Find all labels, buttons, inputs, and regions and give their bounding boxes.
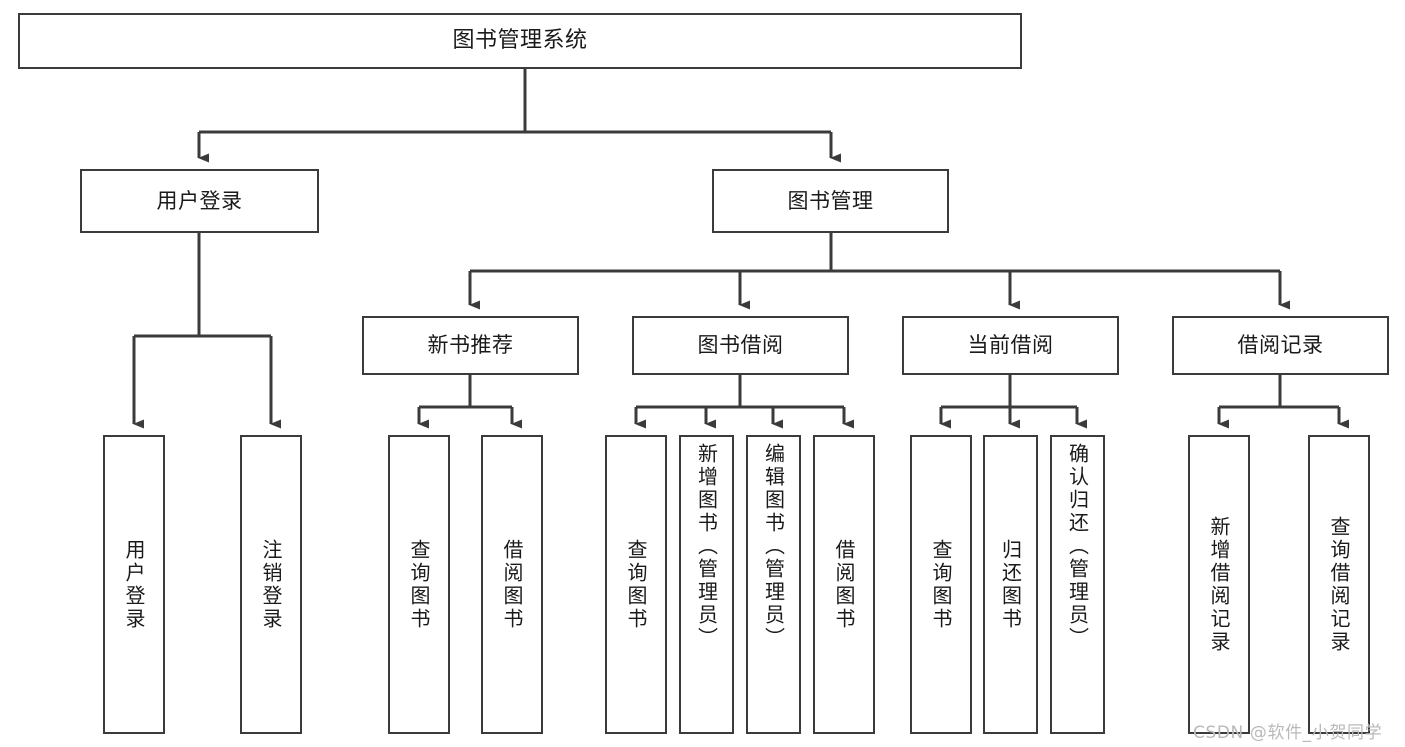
node-user-login-label: 用户登录 — [156, 188, 243, 213]
node-book-management-label: 图书管理 — [787, 188, 874, 213]
node-current-confirm-return-admin-label: 确认归还（管理员） — [1065, 443, 1090, 650]
node-current-query-book-label: 查询图书 — [929, 538, 953, 631]
node-book-borrow[interactable]: 图书借阅 — [632, 316, 849, 375]
node-records-add-record-label: 新增借阅记录 — [1207, 515, 1231, 654]
node-borrow-query-book-label: 查询图书 — [624, 538, 648, 631]
node-current-borrow[interactable]: 当前借阅 — [902, 316, 1119, 375]
node-user-login[interactable]: 用户登录 — [80, 169, 319, 233]
node-current-return-book[interactable]: 归还图书 — [983, 435, 1038, 734]
node-logout-action-label: 注销登录 — [259, 538, 283, 631]
node-borrow-borrow-book-label: 借阅图书 — [832, 538, 856, 631]
node-records-query-record[interactable]: 查询借阅记录 — [1308, 435, 1370, 734]
node-new-book-recommend[interactable]: 新书推荐 — [362, 316, 579, 375]
node-logout-action[interactable]: 注销登录 — [240, 435, 302, 734]
node-newbook-borrow-book-label: 借阅图书 — [500, 538, 524, 631]
node-login-action-label: 用户登录 — [122, 538, 146, 631]
node-book-management[interactable]: 图书管理 — [712, 169, 949, 233]
node-borrow-borrow-book[interactable]: 借阅图书 — [813, 435, 875, 734]
node-borrow-add-book-admin-label: 新增图书（管理员） — [694, 443, 719, 650]
node-newbook-query-book[interactable]: 查询图书 — [388, 435, 450, 734]
node-borrow-records-label: 借阅记录 — [1237, 333, 1324, 358]
node-borrow-records[interactable]: 借阅记录 — [1172, 316, 1389, 375]
node-new-book-recommend-label: 新书推荐 — [427, 333, 514, 358]
node-borrow-edit-book-admin[interactable]: 编辑图书（管理员） — [746, 435, 801, 734]
node-borrow-edit-book-admin-label: 编辑图书（管理员） — [761, 443, 786, 650]
node-login-action[interactable]: 用户登录 — [103, 435, 165, 734]
node-borrow-query-book[interactable]: 查询图书 — [605, 435, 667, 734]
node-current-query-book[interactable]: 查询图书 — [910, 435, 972, 734]
node-root[interactable]: 图书管理系统 — [18, 13, 1022, 69]
node-current-confirm-return-admin[interactable]: 确认归还（管理员） — [1050, 435, 1105, 734]
node-newbook-query-book-label: 查询图书 — [407, 538, 431, 631]
node-root-label: 图书管理系统 — [452, 28, 588, 54]
node-newbook-borrow-book[interactable]: 借阅图书 — [481, 435, 543, 734]
node-borrow-add-book-admin[interactable]: 新增图书（管理员） — [679, 435, 734, 734]
node-current-return-book-label: 归还图书 — [998, 538, 1023, 631]
csdn-watermark: CSDN @软件_小贺同学 — [1193, 723, 1383, 743]
node-current-borrow-label: 当前借阅 — [967, 333, 1054, 358]
node-records-query-record-label: 查询借阅记录 — [1327, 515, 1351, 654]
node-records-add-record[interactable]: 新增借阅记录 — [1188, 435, 1250, 734]
node-book-borrow-label: 图书借阅 — [697, 333, 784, 358]
